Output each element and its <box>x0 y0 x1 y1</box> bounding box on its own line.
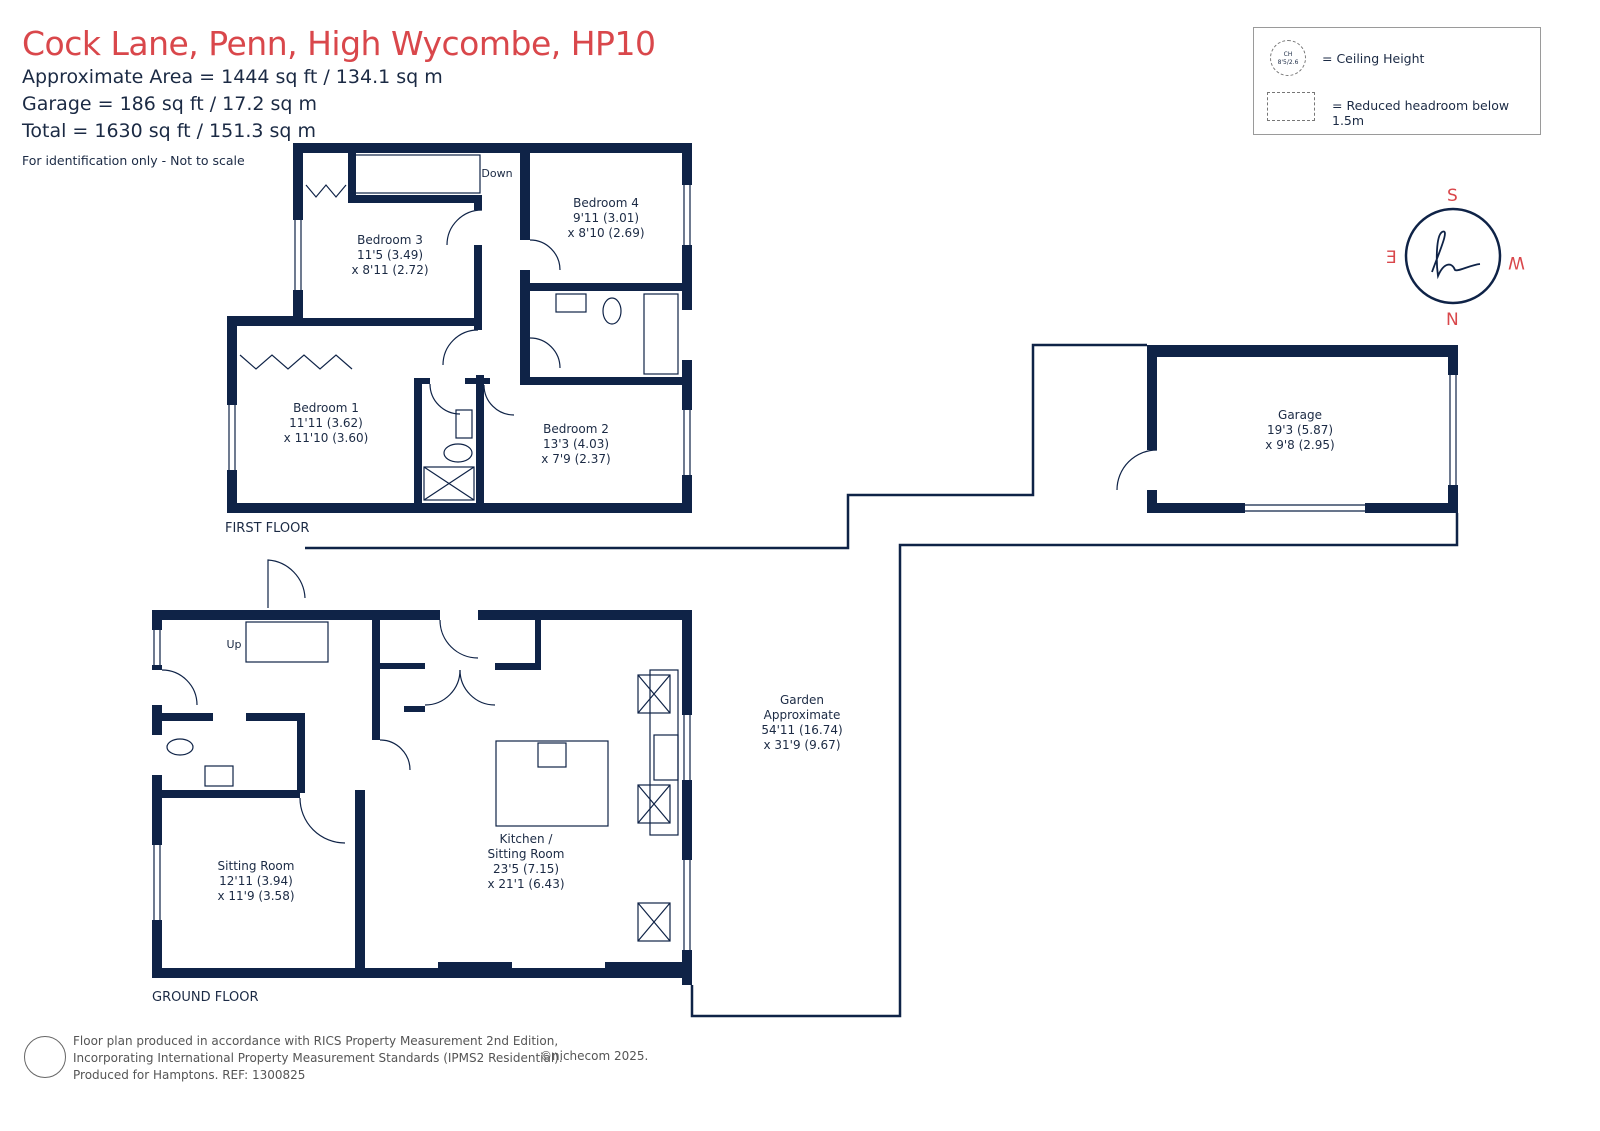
compass-north: N <box>1446 310 1459 330</box>
scale-note: For identification only - Not to scale <box>22 153 245 168</box>
first-floor-label: FIRST FLOOR <box>225 521 310 536</box>
doors-windows-fixtures <box>153 154 1457 950</box>
compass-west: W <box>1508 252 1525 272</box>
compass <box>1404 207 1502 305</box>
footer-text: Floor plan produced in accordance with R… <box>73 1034 563 1082</box>
walls <box>152 143 1458 985</box>
legend-ceiling-height: = Ceiling Height <box>1322 51 1425 66</box>
garden-boundary <box>305 343 1459 1018</box>
copyright: ©nichecom 2025. <box>540 1049 649 1063</box>
total-area: Total = 1630 sq ft / 151.3 sq m <box>22 120 316 142</box>
info-person-icon <box>24 1036 66 1078</box>
stairs-up-label: Up <box>226 638 242 651</box>
legend-reduced-headroom: = Reduced headroom below 1.5m <box>1332 98 1510 128</box>
approx-area: Approximate Area = 1444 sq ft / 134.1 sq… <box>22 66 443 88</box>
compass-south: S <box>1447 186 1458 206</box>
compass-east: E <box>1386 248 1397 268</box>
page-title: Cock Lane, Penn, High Wycombe, HP10 <box>22 24 656 63</box>
garage-area: Garage = 186 sq ft / 17.2 sq m <box>22 93 318 115</box>
stairs-down-label: Down <box>481 167 513 180</box>
ground-floor-label: GROUND FLOOR <box>152 990 259 1005</box>
reduced-headroom-symbol <box>1267 92 1315 121</box>
